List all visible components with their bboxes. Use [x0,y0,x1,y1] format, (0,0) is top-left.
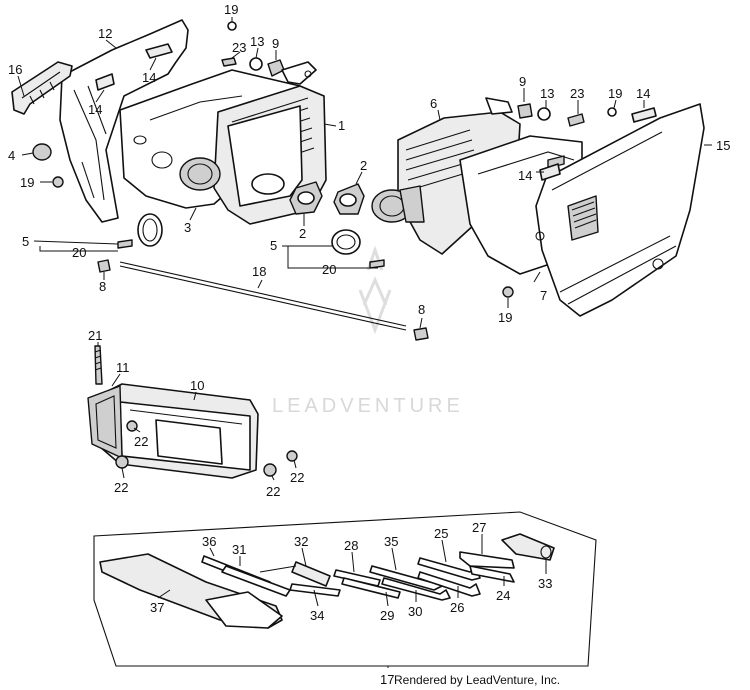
callout-37: 37 [150,600,164,615]
part-24-wrench [469,565,515,583]
callout-labels: 19 12 23 13 9 16 14 14 1 4 19 3 2 5 20 8… [8,2,730,687]
part-12-side-cover [59,19,189,223]
part-26-wrench [417,571,481,597]
callout-33: 33 [538,576,552,591]
callout-35: 35 [384,534,398,549]
part-25-wrench [417,557,481,581]
callout-27: 27 [472,520,486,535]
part-15-side-cover [535,103,705,317]
part-5-clamp-left [137,213,163,247]
part-16-grab-rail [11,61,73,115]
callout-2: 2 [299,226,306,241]
callout-9: 9 [519,74,526,89]
callout-14: 14 [518,168,532,183]
part-19-grommet-b [52,176,64,188]
part-13-collar-b [537,107,551,121]
callout-23: 23 [570,86,584,101]
callout-13: 13 [540,86,554,101]
callout-1: 1 [338,118,345,133]
callout-14: 14 [142,70,156,85]
part-32-screwdriver [291,561,331,587]
callout-22: 22 [290,470,304,485]
part-8-nut-a [97,259,111,273]
part-23-bolt-a [221,57,237,67]
leader-lines [17,17,712,668]
part-13-collar-a [249,57,263,71]
part-27-pliers [459,551,515,569]
callout-22: 22 [266,484,280,499]
part-14-bracket-c [631,107,657,123]
callout-36: 36 [202,534,216,549]
callout-22: 22 [134,434,148,449]
callout-34: 34 [310,608,324,623]
leadventure-watermark: LEADVENTURE [272,245,464,417]
part-14-bracket-a [145,43,173,59]
callout-19: 19 [608,86,622,101]
callout-16: 16 [8,62,22,77]
part-14-bracket-b [95,73,115,91]
part-19-grommet-c [607,107,617,117]
part-14-bracket-d [539,163,561,181]
callout-14: 14 [88,102,102,117]
part-22-bolt-b [115,455,129,469]
callout-19: 19 [498,310,512,325]
part-22-bolt-d [286,450,298,462]
callout-10: 10 [190,378,204,393]
part-9-nut-a [267,59,285,77]
part-30-wrench [381,577,451,601]
part-22-bolt-c [263,463,277,477]
callout-30: 30 [408,604,422,619]
callout-14: 14 [636,86,650,101]
callout-8: 8 [418,302,425,317]
part-11-battery-holder [87,385,123,459]
callout-22: 22 [114,480,128,495]
callout-20: 20 [322,262,336,277]
part-8-nut-b [413,327,429,341]
part-5-clamp-right [331,229,361,255]
callout-17: 17 [380,672,394,687]
callout-2: 2 [360,158,367,173]
callout-32: 32 [294,534,308,549]
callout-23: 23 [232,40,246,55]
callout-31: 31 [232,542,246,557]
callout-3: 3 [184,220,191,235]
part-19-grommet-a [227,21,237,31]
part-20-screw-b [369,259,385,269]
part-9-nut-b [517,103,533,119]
callout-19: 19 [20,175,34,190]
callout-7: 7 [540,288,547,303]
watermark-text: LEADVENTURE [272,395,464,417]
callout-15: 15 [716,138,730,153]
part-23-bolt-b [567,113,585,127]
part-17-tool-kit-outline [93,511,597,667]
part-4-grommet [32,143,52,161]
part-33-spark-plug-wrench [501,533,555,561]
callout-5: 5 [22,234,29,249]
callout-29: 29 [380,608,394,623]
part-18-rod [119,261,407,327]
callout-12: 12 [98,26,112,41]
callout-6: 6 [430,96,437,111]
callout-20: 20 [72,245,86,260]
callout-5: 5 [270,238,277,253]
callout-11: 11 [116,360,130,375]
callout-28: 28 [344,538,358,553]
callout-4: 4 [8,148,15,163]
rendered-by-credit: Rendered by LeadVenture, Inc. [394,673,560,687]
callout-24: 24 [496,588,510,603]
callout-8: 8 [99,279,106,294]
part-29-tool [341,577,401,599]
callout-9: 9 [272,36,279,51]
callout-25: 25 [434,526,448,541]
callout-13: 13 [250,34,264,49]
callout-26: 26 [450,600,464,615]
part-31-wrench [221,565,291,597]
part-34-tool [289,583,341,597]
callout-18: 18 [252,264,266,279]
callout-21: 21 [88,328,102,343]
callout-19: 19 [224,2,238,17]
part-20-screw-a [117,239,133,249]
part-19-grommet-d [502,286,514,298]
